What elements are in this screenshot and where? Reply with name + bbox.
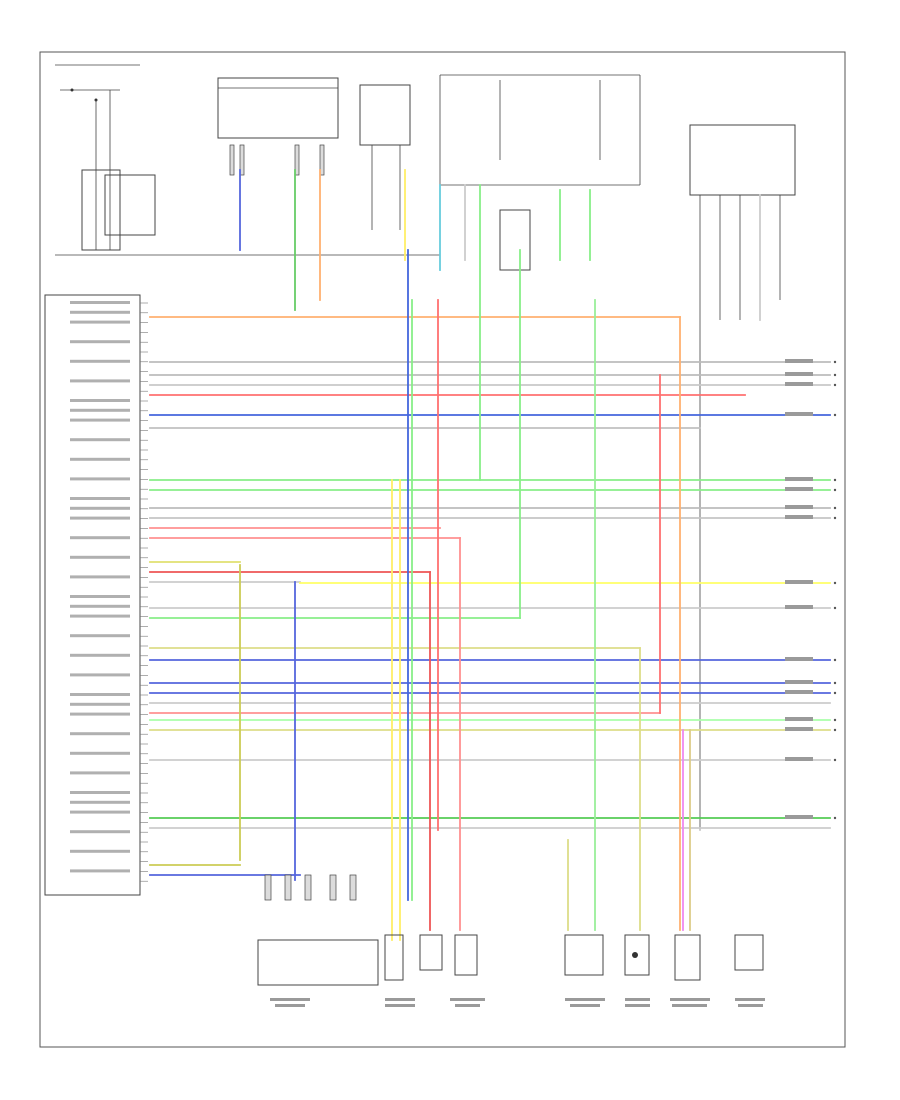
ecm-pin-label-mark [70, 575, 130, 579]
vertical-wires [239, 169, 761, 941]
ecm-pin-label-mark [70, 614, 130, 618]
right-terminal-dot [833, 816, 837, 820]
ecm-pin-label-mark [70, 320, 130, 324]
engine-control-module [44, 294, 148, 896]
ecm-pin-label-mark [70, 497, 130, 500]
diagram-frame [39, 51, 846, 1048]
ecm-pin-label-mark [70, 810, 130, 814]
ecm-pin-label-mark [70, 477, 130, 481]
ecm-pin-label-mark [70, 408, 130, 412]
right-terminal-label-mark [785, 359, 813, 363]
right-terminal-label-mark [785, 757, 813, 761]
data-link-connector [217, 77, 339, 176]
ecm-pin-label-mark [70, 301, 130, 304]
right-terminal-label-mark [785, 382, 813, 386]
ecm-pin-label-mark [70, 830, 130, 834]
right-terminal-dot [833, 488, 837, 492]
sensor-4 [564, 934, 604, 976]
right-terminal-label-mark [785, 477, 813, 481]
right-terminal-dot [833, 581, 837, 585]
right-terminal-label-mark [785, 727, 813, 731]
sensor-5 [624, 934, 650, 976]
ignition-switch-area [55, 64, 440, 256]
right-terminal-label-mark [785, 580, 813, 584]
right-terminal-dot [833, 373, 837, 377]
right-terminal-dot [833, 383, 837, 387]
right-terminal-label-mark [785, 657, 813, 661]
dlc-pins [229, 144, 325, 176]
right-terminal-label-mark [785, 690, 813, 694]
right-terminal-dot [833, 516, 837, 520]
right-terminal-dot [833, 691, 837, 695]
right-terminal-dot [833, 681, 837, 685]
right-terminal-dot [833, 718, 837, 722]
ecm-pin-label-mark [70, 702, 130, 706]
ignition-coil-pack [257, 939, 379, 986]
ecm-pin-label-mark [70, 673, 130, 677]
right-terminal-dot [833, 413, 837, 417]
ecm-pin-label-mark [70, 506, 130, 510]
ecm-pin-label-mark [70, 751, 130, 755]
ecm-pin-label-mark [70, 869, 130, 873]
ecm-pin-label-mark [70, 634, 130, 638]
ecm-pin-label-mark [70, 693, 130, 696]
right-terminal-label-mark [785, 505, 813, 509]
sensor-3 [454, 934, 478, 976]
right-terminal-dot [833, 758, 837, 762]
right-terminal-label-mark [785, 515, 813, 519]
ecm-pin-label-mark [70, 595, 130, 598]
right-terminal-label-mark [785, 680, 813, 684]
relay-module [439, 74, 641, 271]
right-terminal-label-mark [785, 372, 813, 376]
right-side-module [689, 124, 796, 830]
fuel-pump-relay [359, 84, 411, 230]
right-terminal-label-mark [785, 605, 813, 609]
ecm-pin-label-mark [70, 438, 130, 442]
ecm-pin-label-mark [70, 800, 130, 804]
right-terminal-dot [833, 478, 837, 482]
ecm-pin-label-mark [70, 604, 130, 608]
bottom-label-marks [270, 998, 765, 1007]
right-terminal-label-mark [785, 717, 813, 721]
right-terminal-dot [833, 506, 837, 510]
right-terminal-dot [833, 360, 837, 364]
right-terminals [785, 359, 837, 820]
coil-connectors [264, 874, 357, 901]
ecm-pin-label-mark [70, 399, 130, 402]
ecm-pin-label-mark [70, 732, 130, 736]
horizontal-wires [149, 316, 831, 876]
bottom-components [257, 874, 764, 986]
ecm-pin-label-mark [70, 457, 130, 461]
ecm-pin-label-mark [70, 310, 130, 314]
sensor-7 [734, 934, 764, 971]
ecm-pin-label-mark [70, 653, 130, 657]
ecm-pin-label-mark [70, 712, 130, 716]
ecm-pin-label-mark [70, 418, 130, 422]
right-terminal-label-mark [785, 412, 813, 416]
ecm-pin-label-mark [70, 849, 130, 853]
sensor-1 [384, 934, 404, 981]
ecm-pin-label-mark [70, 536, 130, 540]
ecm-pin-label-mark [70, 791, 130, 794]
right-terminal-dot [833, 728, 837, 732]
right-terminal-label-mark [785, 487, 813, 491]
ecm-pin-label-mark [70, 379, 130, 383]
ecm-pin-label-mark [70, 516, 130, 520]
sensor-6 [674, 934, 701, 981]
ecm-pin-label-mark [70, 359, 130, 363]
right-terminal-dot [833, 606, 837, 610]
sensor-2 [419, 934, 443, 971]
right-terminal-dot [833, 658, 837, 662]
ecm-pin-label-mark [70, 555, 130, 559]
ecm-pin-list [70, 301, 148, 882]
ecm-pin-label-mark [70, 771, 130, 775]
ecm-pin-label-mark [70, 340, 130, 344]
right-terminal-label-mark [785, 815, 813, 819]
